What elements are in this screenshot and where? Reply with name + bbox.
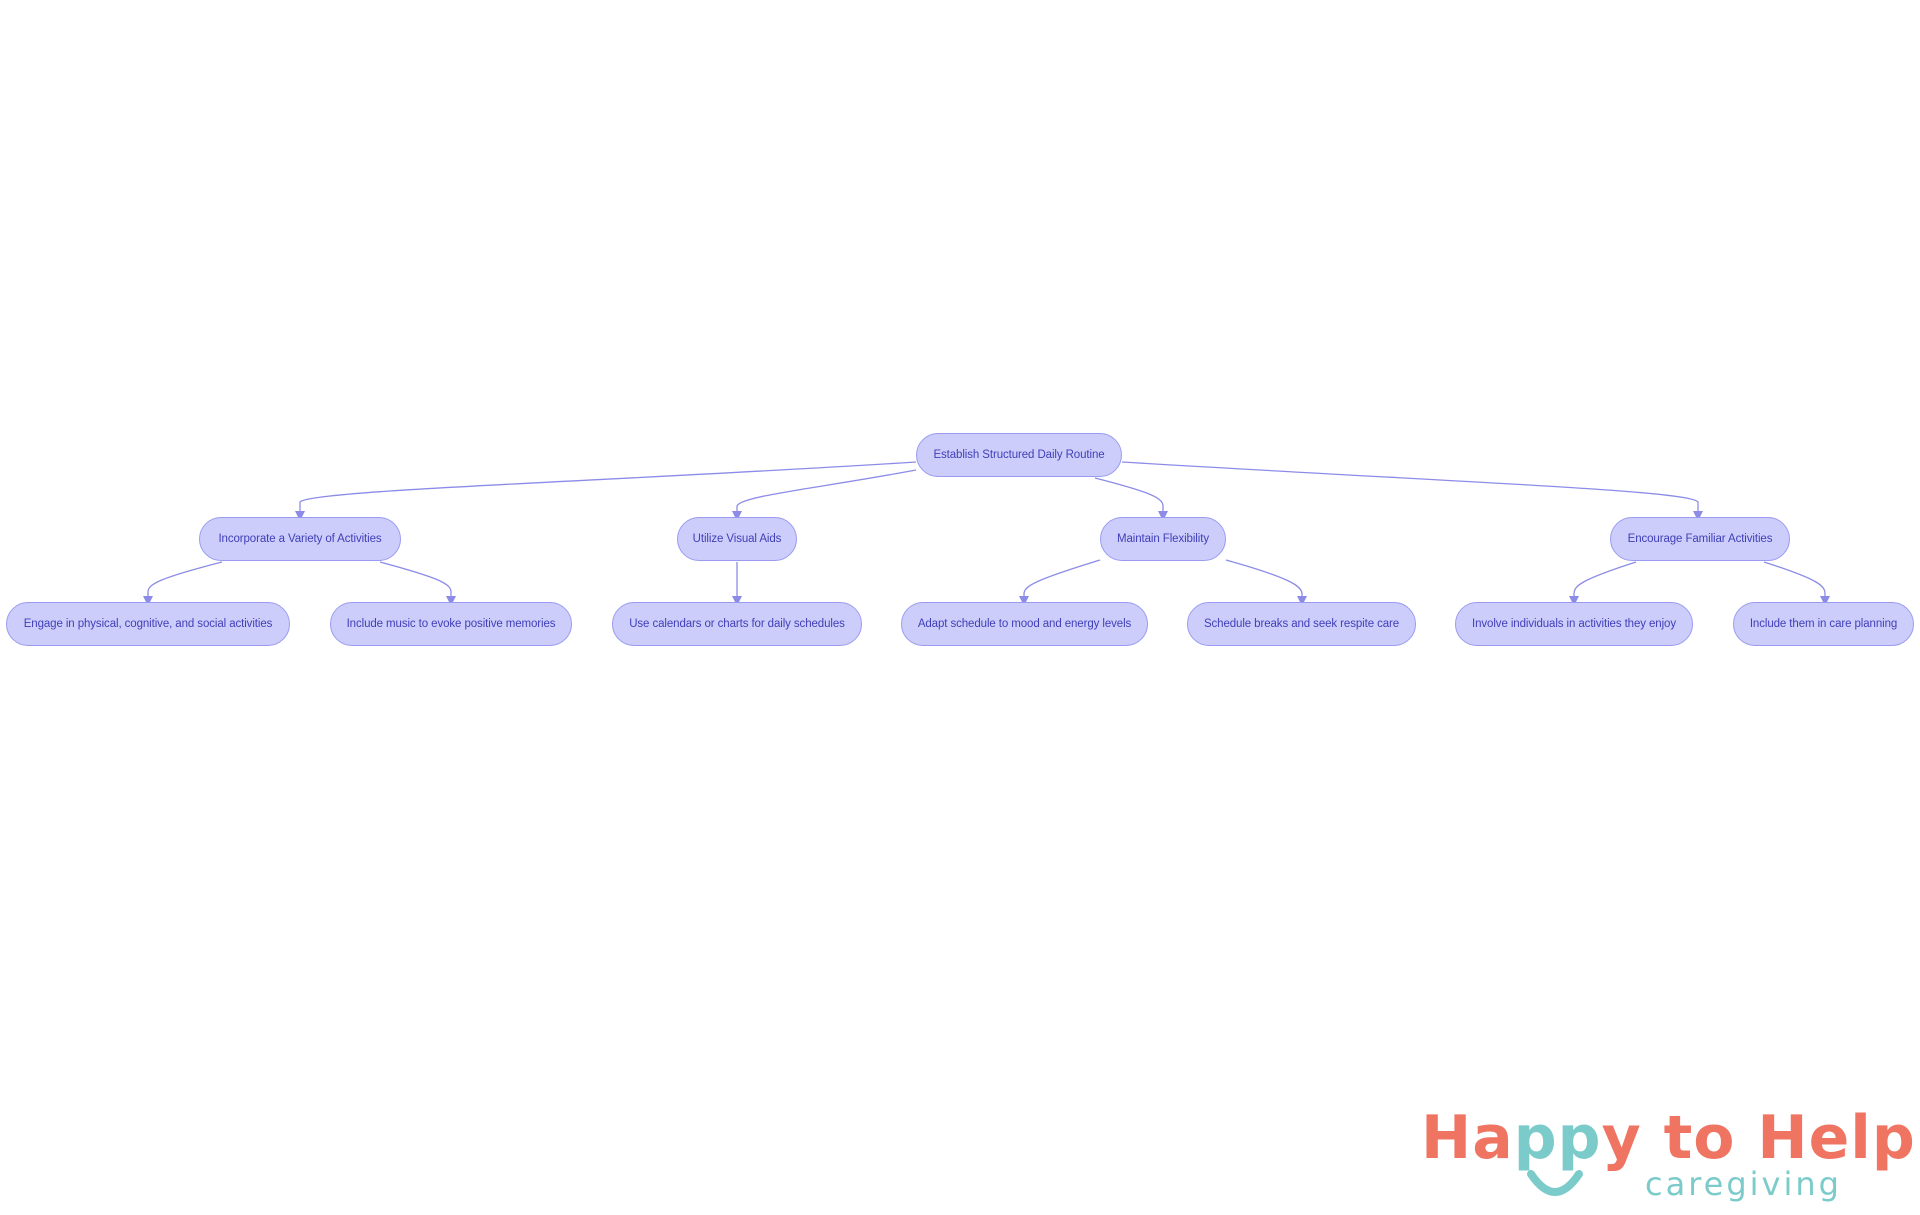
logo-text-part3: y to Help <box>1601 1103 1916 1173</box>
edge-flex-child1 <box>1019 559 1101 606</box>
node-breaks-respite[interactable]: Schedule breaks and seek respite care <box>1187 602 1416 646</box>
edge-root-familiar <box>1121 461 1703 521</box>
node-variety-of-activities[interactable]: Incorporate a Variety of Activities <box>199 517 401 561</box>
node-calendars-charts[interactable]: Use calendars or charts for daily schedu… <box>612 602 862 646</box>
node-label: Include music to evoke positive memories <box>346 618 556 630</box>
node-involve-individuals[interactable]: Involve individuals in activities they e… <box>1455 602 1693 646</box>
edge-flex-child2 <box>1225 559 1307 606</box>
node-visual-aids[interactable]: Utilize Visual Aids <box>677 517 797 561</box>
logo-tagline: caregiving <box>1645 1165 1842 1203</box>
node-label: Use calendars or charts for daily schedu… <box>629 618 845 630</box>
node-root[interactable]: Establish Structured Daily Routine <box>916 433 1122 477</box>
edge-root-flex <box>1094 477 1168 521</box>
smile-icon <box>1527 1170 1583 1196</box>
happy-to-help-logo: Happy to Help caregiving <box>1415 1098 1915 1208</box>
edge-familiar-child2 <box>1763 561 1830 606</box>
node-root-label: Establish Structured Daily Routine <box>933 449 1105 461</box>
node-label: Utilize Visual Aids <box>692 533 782 545</box>
node-label: Engage in physical, cognitive, and socia… <box>23 618 273 630</box>
edge-familiar-child1 <box>1569 561 1637 606</box>
node-label: Maintain Flexibility <box>1117 533 1209 545</box>
node-label: Encourage Familiar Activities <box>1627 533 1773 545</box>
node-label: Include them in care planning <box>1749 618 1898 630</box>
node-physical-cognitive-social[interactable]: Engage in physical, cognitive, and socia… <box>6 602 290 646</box>
node-music-memories[interactable]: Include music to evoke positive memories <box>330 602 572 646</box>
node-label: Incorporate a Variety of Activities <box>218 533 382 545</box>
node-label: Schedule breaks and seek respite care <box>1203 618 1400 630</box>
node-care-planning[interactable]: Include them in care planning <box>1733 602 1914 646</box>
node-adapt-schedule[interactable]: Adapt schedule to mood and energy levels <box>901 602 1148 646</box>
node-maintain-flexibility[interactable]: Maintain Flexibility <box>1100 517 1226 561</box>
logo-wordmark: Happy to Help <box>1421 1098 1916 1178</box>
edge-root-variety <box>295 461 917 521</box>
edge-variety-child1 <box>143 561 223 606</box>
node-label: Involve individuals in activities they e… <box>1472 618 1676 630</box>
edge-variety-child2 <box>379 561 456 606</box>
logo-text-part1: Ha <box>1421 1103 1514 1173</box>
edge-root-visual <box>732 469 917 521</box>
node-label: Adapt schedule to mood and energy levels <box>917 618 1132 630</box>
node-familiar-activities[interactable]: Encourage Familiar Activities <box>1610 517 1790 561</box>
logo-text-part2: pp <box>1513 1103 1602 1173</box>
